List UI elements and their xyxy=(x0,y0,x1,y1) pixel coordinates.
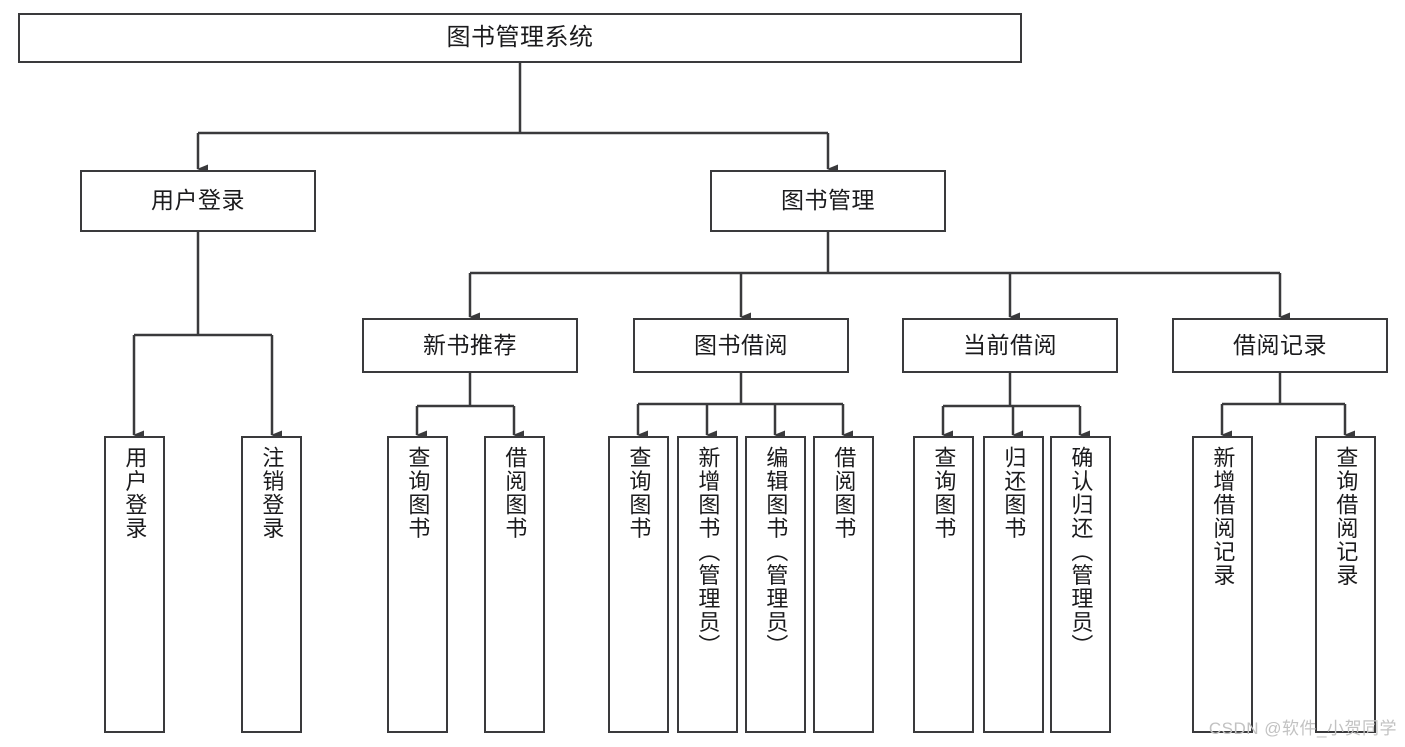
node-leaf-user-login[interactable]: 用户登录 xyxy=(104,436,165,733)
node-borrow-record[interactable]: 借阅记录 xyxy=(1172,318,1388,373)
node-label-leaf-query-book-rec: 查询图书 xyxy=(405,446,431,540)
node-label-leaf-confirm-return-admin: 确认归还（管理员） xyxy=(1068,446,1094,658)
node-root-book-management-system[interactable]: 图书管理系统 xyxy=(18,13,1022,63)
node-book-manage[interactable]: 图书管理 xyxy=(710,170,946,232)
node-current-borrow[interactable]: 当前借阅 xyxy=(902,318,1118,373)
node-leaf-borrow-book[interactable]: 借阅图书 xyxy=(813,436,874,733)
node-leaf-edit-book-admin[interactable]: 编辑图书（管理员） xyxy=(745,436,806,733)
node-label-leaf-query-book-borrow: 查询图书 xyxy=(626,446,652,540)
node-label-leaf-query-borrow-record: 查询借阅记录 xyxy=(1333,446,1359,587)
node-leaf-query-borrow-record[interactable]: 查询借阅记录 xyxy=(1315,436,1376,733)
node-leaf-borrow-book-rec[interactable]: 借阅图书 xyxy=(484,436,545,733)
node-label-leaf-query-book-current: 查询图书 xyxy=(931,446,957,540)
node-label-leaf-borrow-book: 借阅图书 xyxy=(831,446,857,540)
node-label-root: 图书管理系统 xyxy=(446,23,594,51)
node-label-borrow-record: 借阅记录 xyxy=(1233,331,1327,358)
node-leaf-return-book[interactable]: 归还图书 xyxy=(983,436,1044,733)
node-label-leaf-add-borrow-record: 新增借阅记录 xyxy=(1210,446,1236,587)
node-label-leaf-add-book-admin: 新增图书（管理员） xyxy=(695,446,721,658)
node-label-book-borrow: 图书借阅 xyxy=(694,331,788,358)
node-leaf-add-book-admin[interactable]: 新增图书（管理员） xyxy=(677,436,738,733)
node-label-leaf-return-book: 归还图书 xyxy=(1001,446,1027,540)
node-leaf-query-book-rec[interactable]: 查询图书 xyxy=(387,436,448,733)
node-book-borrow[interactable]: 图书借阅 xyxy=(633,318,849,373)
node-label-leaf-borrow-book-rec: 借阅图书 xyxy=(502,446,528,540)
node-label-book-manage: 图书管理 xyxy=(781,187,875,214)
node-label-leaf-edit-book-admin: 编辑图书（管理员） xyxy=(763,446,789,658)
node-label-user-login: 用户登录 xyxy=(151,187,245,214)
node-label-leaf-logout: 注销登录 xyxy=(259,446,285,540)
node-leaf-add-borrow-record[interactable]: 新增借阅记录 xyxy=(1192,436,1253,733)
node-user-login[interactable]: 用户登录 xyxy=(80,170,316,232)
node-leaf-query-book-current[interactable]: 查询图书 xyxy=(913,436,974,733)
node-label-leaf-user-login: 用户登录 xyxy=(122,446,148,540)
node-label-current-borrow: 当前借阅 xyxy=(963,331,1057,358)
node-label-new-book-rec: 新书推荐 xyxy=(423,331,517,358)
node-leaf-query-book-borrow[interactable]: 查询图书 xyxy=(608,436,669,733)
node-new-book-rec[interactable]: 新书推荐 xyxy=(362,318,578,373)
csdn-watermark: CSDN @软件_小贺同学 xyxy=(1208,719,1397,738)
node-leaf-confirm-return-admin[interactable]: 确认归还（管理员） xyxy=(1050,436,1111,733)
node-leaf-logout[interactable]: 注销登录 xyxy=(241,436,302,733)
